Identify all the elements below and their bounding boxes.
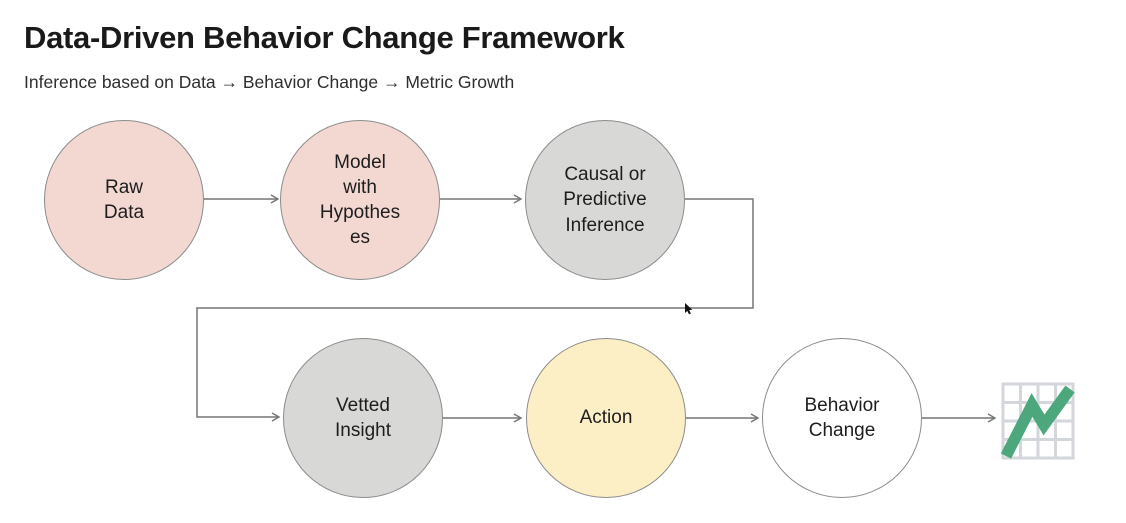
node-label: Causal or Predictive Inference [563,164,647,236]
node-label: Model with Hypothes es [319,151,401,249]
node-label: Behavior Change [804,394,880,441]
node-action: Action [526,338,686,498]
arrow-causal-to-vetted-elbow [196,198,754,422]
page-title: Data-Driven Behavior Change Framework [24,20,625,55]
node-label: Action [579,407,633,429]
mouse-cursor [685,303,693,315]
trend-line [1001,385,1075,459]
node-model-with-hypotheses: Model with Hypothes es [280,120,440,280]
node-label: Vetted Insight [335,394,391,441]
node-label: Raw Data [103,176,145,223]
node-causal-or-predictive-inference: Causal or Predictive Inference [525,120,685,280]
metric-growth-icon [1001,382,1075,460]
node-behavior-change: Behavior Change [762,338,922,498]
node-raw-data: Raw Data [44,120,204,280]
page-subtitle: Inference based on Data → Behavior Chang… [24,72,515,92]
node-vetted-insight: Vetted Insight [283,338,443,498]
